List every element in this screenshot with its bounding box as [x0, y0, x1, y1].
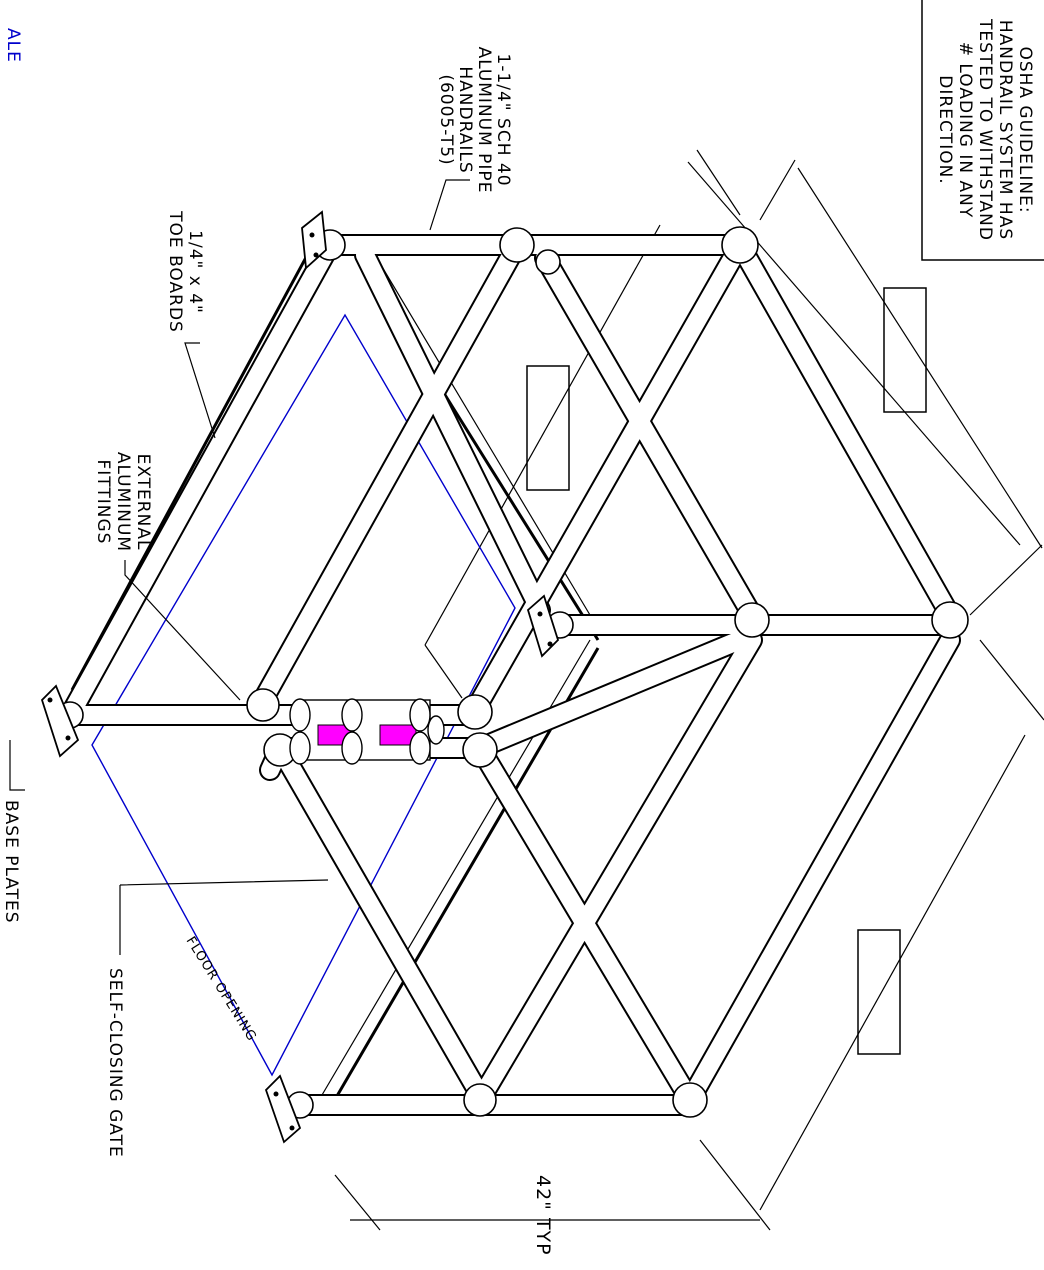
osha-note-line-3: TESTED TO WITHSTAND	[975, 18, 995, 241]
placeholder-box-bottom	[857, 929, 901, 1055]
pipe-rails	[59, 234, 961, 1116]
pipe-label-line-4: (6005-T5)	[436, 74, 456, 165]
fittings-label-line-1: EXTERNAL	[133, 454, 153, 551]
floor-opening-label: FLOOR OPENING	[183, 934, 260, 1044]
fittings-label-line-3: FITTINGS	[93, 460, 113, 545]
dimension-lines	[334, 149, 1044, 1231]
placeholder-box-middle	[526, 365, 570, 491]
floor-opening-outline	[91, 313, 516, 1077]
edge-fragment-text: ALE	[3, 28, 23, 63]
placeholder-box-top	[883, 287, 927, 413]
self-closing-gate-label: SELF-CLOSING GATE	[105, 968, 125, 1158]
osha-note-line-4: # LOADING IN ANY	[955, 42, 975, 219]
fittings-label-line-2: ALUMINUM	[113, 452, 133, 552]
base-plates-label: BASE PLATES	[1, 800, 21, 924]
osha-note-line-5: DIRECTION.	[935, 75, 955, 184]
pipe-fittings	[56, 226, 969, 1119]
gate-hinge-assembly	[289, 698, 445, 765]
pipe-label-line-3: HANDRAILS	[455, 66, 475, 173]
osha-note-line-2: HANDRAIL SYSTEM HAS	[995, 20, 1015, 240]
osha-note-box: OSHA GUIDELINE: HANDRAIL SYSTEM HAS TEST…	[921, 0, 1044, 261]
height-dimension-label: 42" TYP	[532, 1175, 554, 1256]
osha-note-line-1: OSHA GUIDELINE:	[1015, 46, 1035, 213]
toe-board-label-line-1: 1/4" x 4"	[185, 230, 205, 314]
base-plate-holes	[47, 232, 553, 1131]
leader-lines	[9, 179, 470, 955]
toe-boards	[70, 249, 600, 1109]
pipe-label-line-1: 1-1/4" SCH 40	[493, 53, 513, 186]
pipe-label-line-2: ALUMINUM PIPE	[474, 47, 494, 194]
toe-board-label-line-2: TOE BOARDS	[165, 210, 185, 333]
